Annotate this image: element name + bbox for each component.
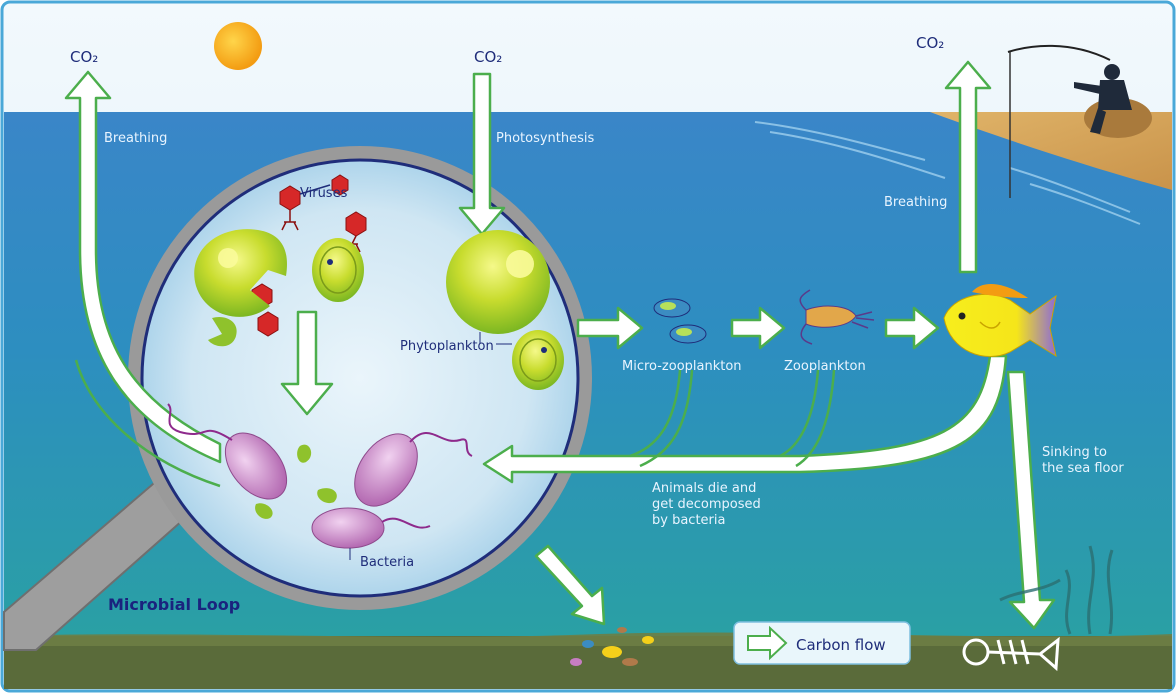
- arrow-sinking: [1006, 370, 1056, 630]
- wave-streaks: [754, 121, 1141, 225]
- arrow-breathing-left: [64, 70, 222, 464]
- co2-center-label: CO₂: [474, 48, 502, 66]
- micro-zooplankton-label: Micro-zooplankton: [622, 359, 742, 374]
- seafloor-debris: [570, 627, 654, 666]
- bacteria-label: Bacteria: [360, 555, 414, 570]
- breathing-right-label: Breathing: [884, 195, 947, 210]
- sun: [214, 22, 262, 70]
- animals-die-line-3: by bacteria: [652, 513, 725, 528]
- sinking-label: Sinking to the sea floor: [1042, 445, 1124, 476]
- micro-zooplankton-icon: [653, 298, 707, 344]
- legend: Carbon flow: [733, 621, 911, 665]
- phytoplankton-label: Phytoplankton: [400, 339, 494, 354]
- photosynthesis-label: Photosynthesis: [496, 131, 595, 146]
- zooplankton-label: Zooplankton: [784, 359, 866, 374]
- animals-die-line-2: get decomposed: [652, 497, 761, 512]
- fisherman-icon: [1007, 44, 1152, 198]
- arrow-lens-seafloor: [534, 544, 606, 626]
- co2-left-label: CO₂: [70, 48, 98, 66]
- arrow-micro-zoo: [730, 306, 786, 350]
- legend-label: Carbon flow: [796, 636, 886, 654]
- legend-arrow-icon: [747, 625, 788, 661]
- arrow-viruses-down: [280, 310, 334, 416]
- magnifier-handle: [3, 476, 194, 651]
- microbial-loop-label: Microbial Loop: [108, 595, 240, 614]
- arrow-phyto-micro: [576, 306, 644, 350]
- animals-die-line-1: Animals die and: [652, 481, 756, 496]
- co2-right-label: CO₂: [916, 34, 944, 52]
- phytoplankton-broken: [194, 229, 364, 347]
- phytoplankton-cells: [446, 230, 564, 390]
- fish-icon: [943, 284, 1057, 358]
- animals-die-label: Animals die and get decomposed by bacter…: [652, 481, 765, 528]
- sinking-line-1: Sinking to: [1042, 445, 1107, 460]
- seaweed: [999, 545, 1114, 635]
- arrow-zoo-fish: [884, 306, 940, 350]
- viruses-label: Viruses: [300, 186, 348, 201]
- arrow-breathing-right: [944, 60, 992, 274]
- arrow-decomposition: [482, 354, 1008, 484]
- legend-box: [733, 621, 911, 665]
- zooplankton-icon: [799, 289, 875, 345]
- sinking-line-2: the sea floor: [1042, 461, 1124, 476]
- arrow-photosynthesis: [458, 72, 506, 236]
- carbon-flow-arrows: [64, 60, 1056, 630]
- fish-skeleton-icon: [962, 636, 1060, 672]
- arrow-breathing-left-2: [74, 359, 221, 488]
- bacteria-icon-group: [167, 403, 473, 560]
- breathing-left-label: Breathing: [104, 131, 167, 146]
